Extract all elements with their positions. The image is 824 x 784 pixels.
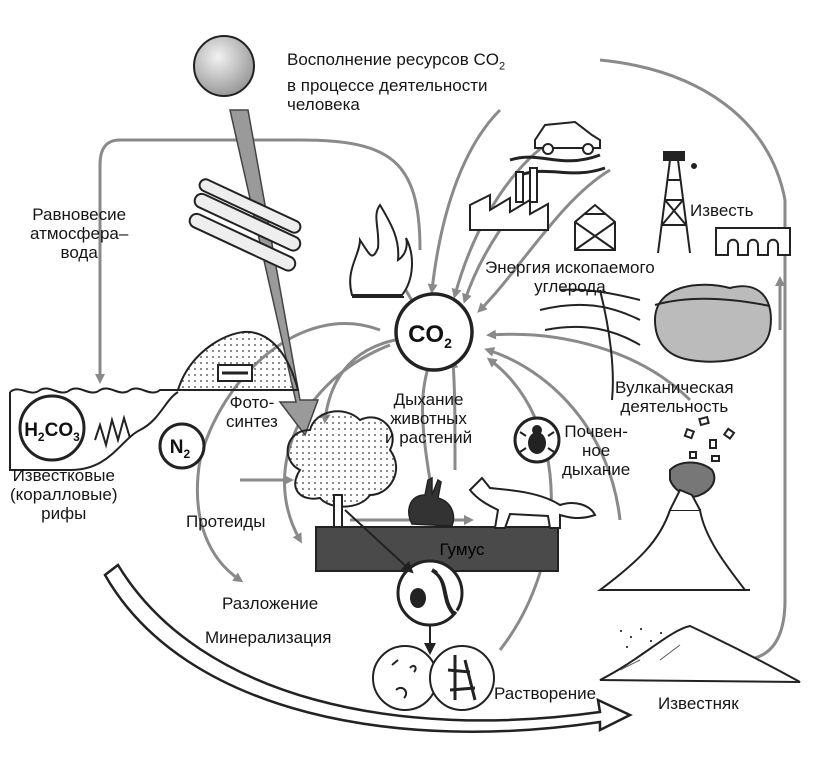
coal-seams: [539, 288, 641, 401]
soil-respiration-label: Почвен- ное дыхание: [562, 422, 631, 479]
svg-text:H2CO3: H2CO3: [24, 420, 80, 444]
fox-icon: [468, 476, 597, 529]
beetle-icon: [513, 416, 561, 464]
volcano-icon: [597, 415, 750, 591]
coal-pile-icon: [176, 330, 300, 391]
sun-icon: [193, 35, 255, 97]
car-icon: [509, 120, 606, 177]
oil-deposit-icon: [653, 283, 772, 363]
photosynthesis-label: Фото- синтез: [226, 393, 278, 431]
factory-icon: [469, 167, 549, 231]
human-co2-label: Восполнение ресурсов CO2 в процессе деят…: [287, 50, 506, 115]
arrow-soil-co2: [484, 347, 622, 521]
decomposition-label: Разложение: [222, 594, 319, 613]
oil-derrick-icon: [657, 151, 697, 254]
limestone-hill: [599, 624, 801, 683]
rabbit-icon: [408, 476, 455, 527]
pipes-icon: [188, 178, 302, 272]
arrow-volcano-co2: [486, 329, 692, 402]
arrow-resp-co2: [448, 358, 459, 471]
arrow-human-co2: [599, 58, 787, 665]
h2co3-badge: H2CO3: [18, 394, 86, 462]
arrow-mineral-co2: [486, 357, 553, 651]
fire-icon: [349, 203, 413, 298]
bottom-arc-arrow: [103, 563, 633, 733]
humus-label: Гумус: [439, 540, 485, 559]
arrow-left-loop: [195, 322, 381, 583]
reefs-label: Известковые (коралловые) рифы: [10, 466, 118, 523]
mineralization-label: Минерализация: [205, 628, 332, 647]
decomposer-badge: [396, 559, 464, 627]
svg-text:CO2: CO2: [408, 321, 452, 351]
tree-icon: [286, 410, 397, 536]
water-body: [9, 387, 179, 471]
arrow-tree-decomp: [344, 509, 436, 655]
equilibrium-label: Равновесие атмосфера– вода: [30, 205, 129, 262]
arrow-factory-co2: [462, 229, 502, 304]
proteids-label: Протеиды: [186, 512, 266, 531]
sunbeam-arrow: [229, 109, 320, 437]
mine-tower-icon: [574, 203, 616, 251]
aqueduct-icon: [715, 227, 791, 256]
n2-badge: N2: [158, 422, 206, 470]
respiration-label: Дыхание животных и растений: [385, 390, 473, 447]
arrow-derrick-co2: [477, 168, 611, 313]
dissolution-label: Растворение: [494, 684, 597, 703]
microbe-icon: [372, 645, 495, 711]
svg-text:N2: N2: [170, 437, 191, 461]
co2-badge: CO2: [394, 292, 474, 372]
arrow-inner-loop: [283, 343, 391, 544]
limestone-label: Известняк: [658, 694, 739, 713]
arrow-human-down: [427, 108, 502, 294]
fossil-energy-label: Энергия ископаемого углерода: [485, 258, 655, 296]
volcanic-label: Вулканическая деятельность: [615, 378, 734, 416]
lime-label: Известь: [690, 201, 754, 220]
arrow-to-ocean: [95, 138, 422, 384]
